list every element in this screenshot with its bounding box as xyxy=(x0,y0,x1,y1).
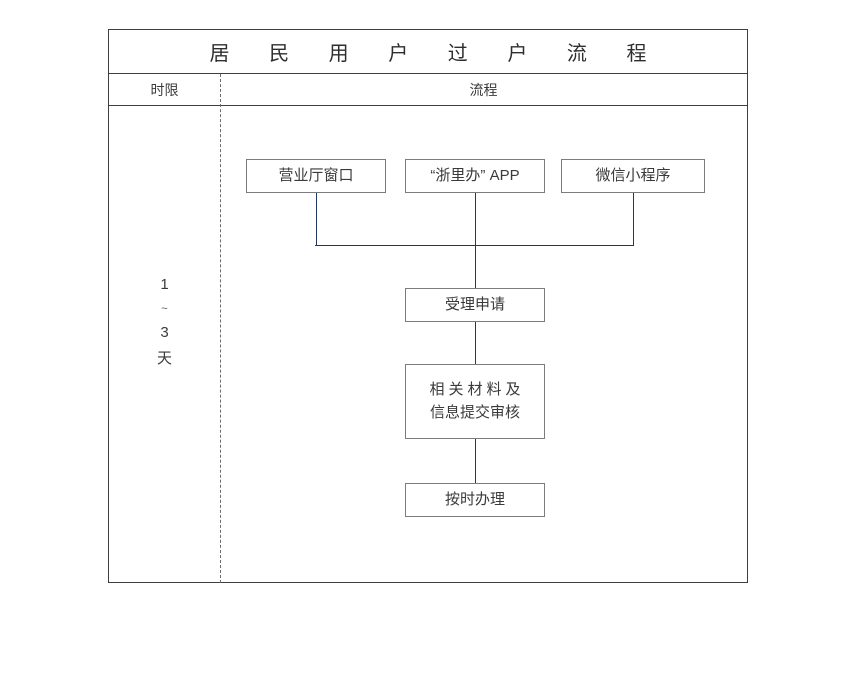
connector-materials-to-ontime xyxy=(474,439,476,483)
duration-to: 3 xyxy=(160,324,169,341)
connector-accept-to-materials xyxy=(474,322,476,364)
page-title: 居 民 用 户 过 户 流 程 xyxy=(209,43,664,65)
column-header-flow: 流程 xyxy=(220,74,747,105)
duration-unit: 天 xyxy=(156,350,172,367)
flow-node-zhelieban-app[interactable]: “浙里办” APP xyxy=(405,159,545,193)
table-title-row: 居 民 用 户 过 户 流 程 xyxy=(109,30,747,74)
flow-node-label: 按时办理 xyxy=(444,490,505,508)
process-flow-table: 居 民 用 户 过 户 流 程 时限 流程 1 ~ 3 天 xyxy=(108,29,748,583)
table-body: 1 ~ 3 天 营业厅窗口 “浙里办” APP 微信小程序 xyxy=(109,106,747,582)
flow-node-label: 微信小程序 xyxy=(595,166,671,184)
connector-wechat-stub xyxy=(632,193,634,246)
flow-node-label-line2: 信息提交审核 xyxy=(429,403,520,421)
flowchart-canvas: 营业厅窗口 “浙里办” APP 微信小程序 受理申请 相关材料及 信息提交审核 … xyxy=(220,106,747,582)
flow-node-business-hall-window[interactable]: 营业厅窗口 xyxy=(246,159,386,193)
flow-node-accept-application[interactable]: 受理申请 xyxy=(405,288,545,322)
duration-from: 1 xyxy=(160,276,169,293)
connector-to-accept xyxy=(474,245,476,288)
duration-separator: ~ xyxy=(161,303,168,315)
flow-node-wechat-miniprogram[interactable]: 微信小程序 xyxy=(561,159,705,193)
connector-join-bar xyxy=(315,245,633,247)
column-header-flow-label: 流程 xyxy=(469,81,498,98)
flow-node-submit-materials-review[interactable]: 相关材料及 信息提交审核 xyxy=(405,364,545,439)
flow-node-label: 营业厅窗口 xyxy=(278,166,354,184)
connector-zlb-stub xyxy=(474,193,476,246)
flow-node-label-line1: 相关材料及 xyxy=(429,381,525,398)
table-header-row: 时限 流程 xyxy=(109,74,747,106)
connector-hall-stub xyxy=(315,193,317,246)
flow-node-label: “浙里办” APP xyxy=(430,166,520,184)
flow-node-label: 受理申请 xyxy=(444,295,505,313)
duration-column: 1 ~ 3 天 xyxy=(109,106,220,582)
column-header-time-limit-label: 时限 xyxy=(150,81,179,98)
flow-node-process-on-time[interactable]: 按时办理 xyxy=(405,483,545,517)
column-header-time-limit: 时限 xyxy=(109,74,220,105)
column-divider xyxy=(219,74,221,583)
